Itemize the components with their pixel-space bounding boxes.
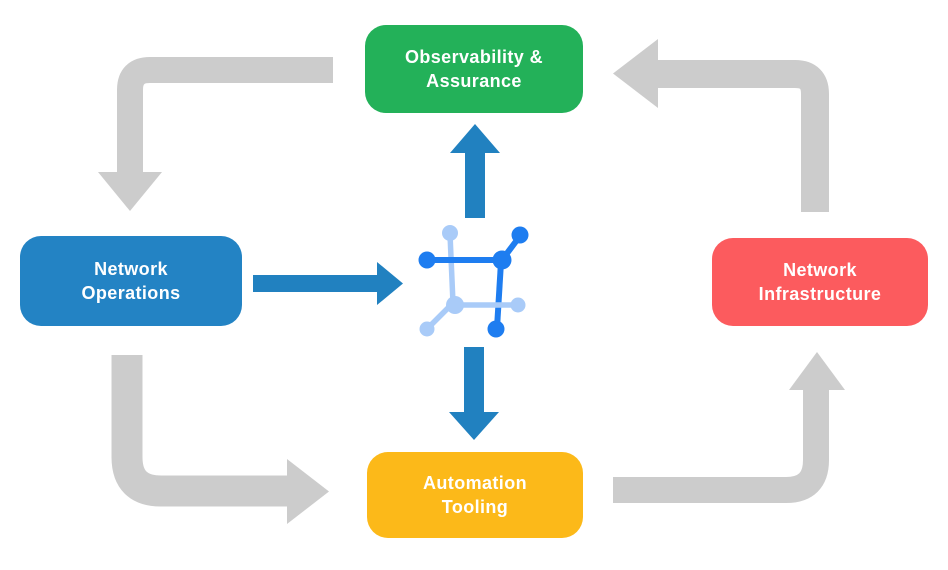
network-mesh-icon (418, 225, 529, 338)
arrow-center-to-observability (450, 124, 500, 218)
network-mesh-light-back (419, 225, 458, 337)
arrow-shaft (613, 389, 829, 503)
arrow-operations-to-center (253, 262, 403, 305)
arrow-observability-to-operations (98, 57, 333, 211)
network-mesh-dark (418, 226, 529, 338)
node-automation-tooling: Automation Tooling (367, 452, 583, 538)
node-label-line: Network (94, 259, 168, 279)
arrow-head-right-icon (287, 459, 329, 524)
arrow-infrastructure-to-observability (613, 39, 829, 212)
arrow-shaft (657, 60, 829, 212)
node-label-line: Automation (423, 473, 527, 493)
node-network-infrastructure: Network Infrastructure (712, 238, 928, 326)
node-observability-assurance: Observability & Assurance (365, 25, 583, 113)
node-network-operations: Network Operations (20, 236, 242, 326)
node-label-line: Observability & (404, 47, 544, 67)
node-label-line: Network (783, 260, 857, 280)
arrow-center-to-automation (449, 347, 499, 440)
node-label-line: Tooling (441, 497, 509, 517)
arrow-shaft (111, 355, 289, 507)
node-label-line: Operations (81, 283, 181, 303)
arrow-shaft (117, 57, 333, 174)
arrow-head-down-icon (98, 172, 162, 211)
arrow-automation-to-infrastructure (613, 352, 845, 503)
arrow-operations-to-automation (111, 355, 329, 524)
arrow-head-left-icon (613, 39, 658, 108)
node-label-line: Assurance (426, 71, 522, 91)
network-mesh-light-front (446, 296, 526, 314)
node-label-line: Infrastructure (758, 284, 882, 304)
arrow-head-up-icon (789, 352, 845, 390)
